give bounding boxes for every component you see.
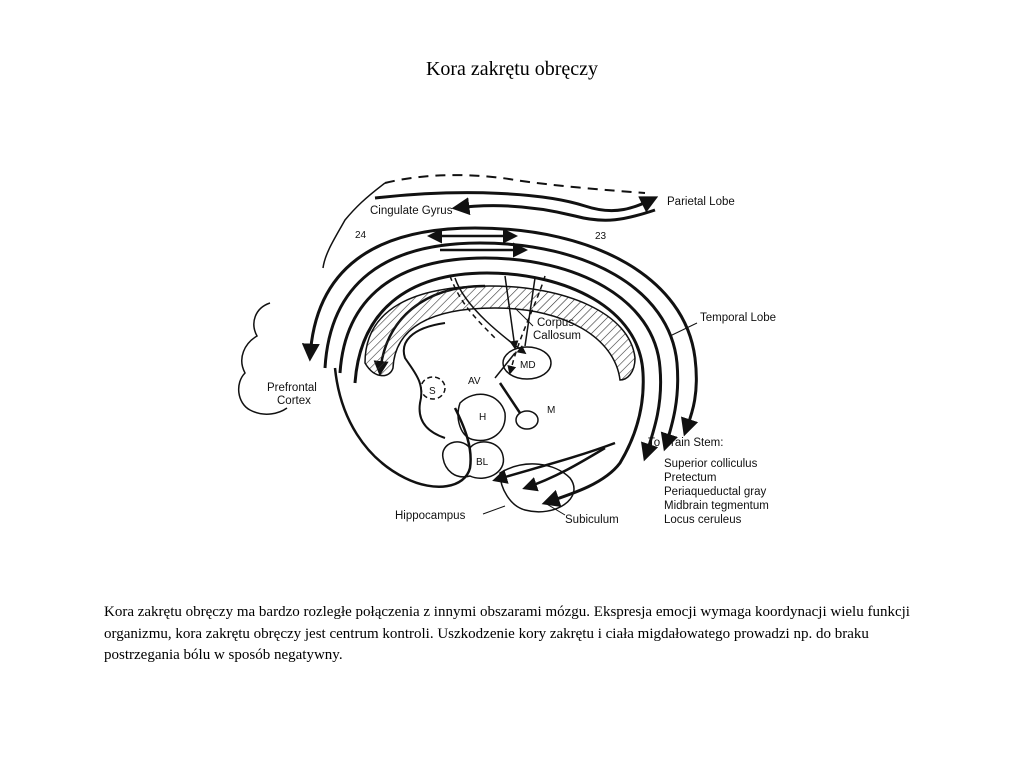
label-temporal-lobe: Temporal Lobe [700,312,776,324]
hippocampus-outline [333,367,472,488]
label-area-23: 23 [595,231,607,242]
arrow-from-subiculum [522,446,606,492]
label-corpus-line1: Corpus [537,317,574,329]
arrow-to-subiculum [492,441,616,484]
connection-dashed-1 [449,275,496,339]
corpus-callosum-hatched [364,285,636,381]
leader-temporal [669,322,698,337]
label-corpus-line2: Callosum [533,330,581,342]
label-brain-stem-target-4: Midbrain tegmentum [664,500,769,512]
subiculum-outline [499,463,575,513]
connection-m-av [498,382,522,414]
diagram-svg: Cingulate Gyrus 24 23 Parietal Lobe Temp… [238,174,776,526]
label-av: AV [468,376,481,387]
parietal-fiber-1 [374,191,659,213]
label-prefrontal-line1: Prefrontal [267,382,317,394]
structure-s [420,376,446,400]
fornix [402,322,446,439]
structure-bl [442,441,505,479]
cortex-outline-dashed [384,174,646,194]
leader-corpus [514,307,534,327]
label-prefrontal-line2: Cortex [277,395,311,407]
caption-paragraph: Kora zakrętu obręczy ma bardzo rozległe … [104,604,910,663]
label-brain-stem-target-3: Periaqueductal gray [664,486,767,498]
label-hippocampus: Hippocampus [395,510,466,522]
cingulum-arc-1 [301,226,699,437]
slide-title: Kora zakrętu obręczy [425,58,599,80]
leader-subiculum [544,502,566,516]
label-cingulate-gyrus: Cingulate Gyrus [370,205,453,217]
cortex-outline-wavy [322,182,386,269]
label-subiculum: Subiculum [565,514,619,526]
connection-cing-down [524,277,536,347]
label-to-brain-stem: To Brain Stem: [648,437,723,449]
cingulate-arc-3 [338,256,663,462]
label-md: MD [520,360,536,371]
cingulate-arc-2 [323,241,680,452]
structure-md [502,346,552,380]
label-h: H [479,412,486,423]
label-brain-stem-target-1: Superior colliculus [664,458,758,470]
prefrontal-outline [238,302,288,415]
label-brain-stem-target-2: Pretectum [664,472,716,484]
connection-av-md [494,352,516,379]
parietal-fiber-2 [451,197,656,222]
label-m: M [547,405,555,416]
cingulate-pathway-diagram: Cingulate Gyrus 24 23 Parietal Lobe Temp… [215,158,815,568]
label-parietal-lobe: Parietal Lobe [667,196,735,208]
label-bl: BL [476,457,489,468]
cingulate-arc-4 [353,271,645,507]
label-s: S [429,386,436,397]
structure-h [457,393,506,442]
leader-hippocampus [482,505,506,515]
label-brain-stem-target-5: Locus ceruleus [664,514,742,526]
label-area-24: 24 [355,230,367,241]
connection-dashed-2 [507,275,546,375]
connection-cing-md-2 [504,275,519,350]
structure-m [515,410,539,430]
